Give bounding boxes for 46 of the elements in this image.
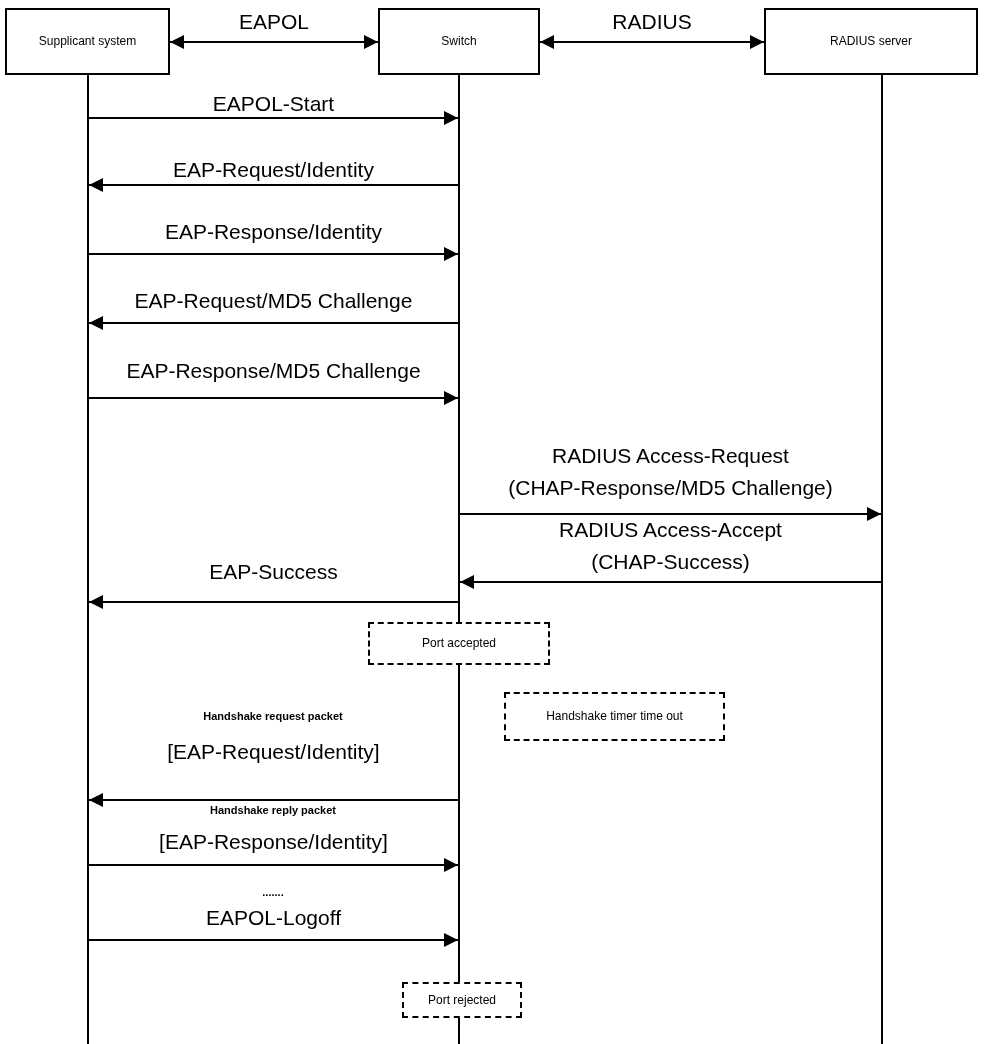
participant-box	[378, 8, 540, 75]
node-text: Port rejected	[426, 992, 497, 1008]
edge-label: [EAP-Request/Identity]	[166, 739, 381, 765]
message-arrow	[169, 35, 379, 49]
edge-label: EAPOL	[237, 9, 310, 35]
edge-label: EAP-Request/Identity	[172, 157, 375, 183]
edge-label: EAP-Response/MD5 Challenge	[125, 358, 422, 384]
node-text: RADIUS server	[829, 34, 913, 49]
lifeline	[881, 75, 883, 1044]
message-arrow	[88, 247, 459, 261]
note-text: .......	[261, 885, 285, 900]
node-text: Handshake timer time out	[545, 709, 684, 724]
edge-label: RADIUS Access-Request (CHAP-Response/MD5 Challenge)	[507, 443, 834, 501]
lifeline	[458, 75, 460, 622]
edge-label: EAPOL-Start	[211, 91, 336, 117]
node-text: Supplicant system	[37, 34, 138, 49]
state-box	[368, 622, 550, 665]
lifeline	[87, 75, 89, 1044]
message-arrow	[539, 35, 765, 49]
node-text: Port accepted	[420, 636, 497, 651]
message-arrow	[459, 507, 882, 521]
edge-label: [EAP-Response/Identity]	[158, 829, 389, 855]
message-arrow	[88, 595, 459, 609]
message-arrow	[88, 391, 459, 405]
message-arrow	[88, 178, 459, 192]
message-arrow	[88, 858, 459, 872]
note-text: Handshake reply packet	[209, 803, 337, 818]
edge-label: EAP-Request/MD5 Challenge	[133, 288, 414, 314]
state-box	[402, 982, 522, 1018]
edge-label: EAPOL-Logoff	[204, 905, 342, 931]
message-arrow	[88, 933, 459, 947]
note-text: Handshake request packet	[202, 709, 344, 724]
message-arrow	[88, 316, 459, 330]
message-arrow	[88, 793, 459, 807]
participant-box	[764, 8, 978, 75]
message-arrow	[88, 111, 459, 125]
lifeline	[458, 665, 460, 982]
edge-label: RADIUS Access-Accept (CHAP-Success)	[558, 517, 783, 575]
message-arrow	[459, 575, 882, 589]
lifeline	[458, 1018, 460, 1044]
node-text: Switch	[440, 34, 478, 49]
participant-box	[5, 8, 170, 75]
edge-label: EAP-Response/Identity	[163, 219, 384, 245]
state-box	[504, 692, 725, 741]
edge-label: RADIUS	[611, 9, 693, 35]
edge-label: EAP-Success	[208, 559, 339, 585]
